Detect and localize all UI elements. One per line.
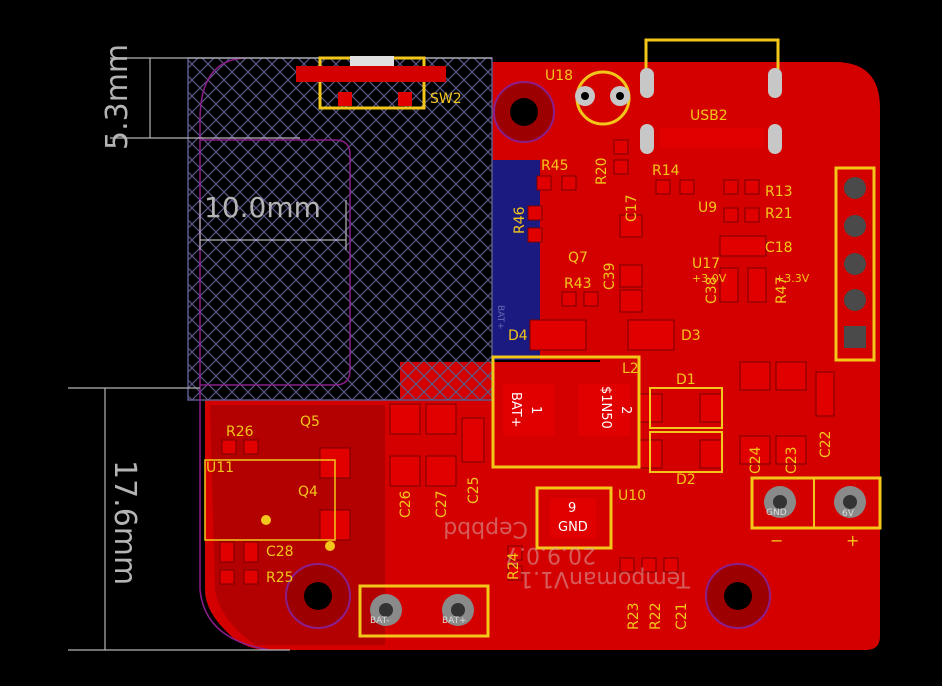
label-d2: D2: [676, 472, 696, 488]
label-l2: L2: [622, 361, 639, 377]
mounting-hole-top: [493, 81, 555, 143]
mirrored-line-1: Cepbbd: [443, 516, 528, 541]
label-u10: U10: [618, 488, 646, 504]
label-r14: R14: [652, 163, 680, 179]
dimension-label-17-6mm: 17.6mm: [107, 460, 142, 585]
terminal-bat-outline: [358, 584, 490, 638]
smd-parts: [219, 139, 835, 585]
mounting-hole-bottom-right: [705, 563, 771, 629]
l2-pad2: [578, 384, 630, 436]
label-c22: C22: [818, 430, 834, 458]
board-outline-left: [199, 57, 271, 651]
label-c18: C18: [765, 240, 793, 256]
sw2-body: [350, 56, 394, 68]
header-outline: [834, 166, 876, 362]
u10-outline: [535, 486, 613, 550]
label-c23: C23: [784, 446, 800, 474]
mirrored-line-2: 20.9.0.7: [505, 542, 596, 567]
net-3v3: +3.3V: [775, 272, 810, 285]
dimension-label-5-3mm: 5.3mm: [100, 44, 135, 150]
label-r46: R46: [512, 206, 528, 234]
dimension-label-10mm: 10.0mm: [204, 191, 321, 224]
label-u9: U9: [698, 200, 717, 216]
label-u17: U17: [692, 256, 720, 272]
label-r26: R26: [226, 424, 254, 440]
u10-pad9: [550, 498, 596, 538]
pad2-net: $1N50: [598, 386, 613, 429]
dimension-5-3mm: [110, 57, 492, 139]
label-usb2: USB2: [690, 108, 728, 124]
label-q5: Q5: [300, 414, 320, 430]
terminal-plus: +: [846, 531, 859, 550]
label-c39: C39: [602, 262, 618, 290]
terminal-minus: −: [770, 531, 783, 550]
label-c21: C21: [674, 602, 690, 630]
pad1-net: BAT+: [508, 392, 523, 428]
terminal-out-outline: [750, 476, 882, 530]
battery-outline: [200, 139, 351, 386]
mirrored-line-3: TempomanV1.1: [519, 566, 691, 591]
label-r43: R43: [564, 276, 592, 292]
net-3v0: +3.0V: [692, 272, 727, 285]
dimension-10mm: [199, 200, 347, 250]
l2-outline: [491, 355, 641, 469]
pad2-number: 2: [618, 406, 633, 414]
label-r47: R47: [774, 276, 790, 304]
label-d3: D3: [681, 328, 701, 344]
label-c28: C28: [266, 544, 294, 560]
label-c26: C26: [398, 490, 414, 518]
label-d4: D4: [508, 328, 528, 344]
label-c27: C27: [434, 490, 450, 518]
label-c25: C25: [466, 476, 482, 504]
label-r21: R21: [765, 206, 793, 222]
label-c24: C24: [748, 446, 764, 474]
l2-pad1: [503, 384, 555, 436]
pad1-number: 1: [528, 406, 543, 414]
terminal-gnd-label: GND: [766, 508, 787, 518]
bottom-silkscreen: Cepbbd 20.9.0.7 TempomanV1.1: [443, 516, 691, 591]
bat-vertical-label: BAT+: [495, 305, 505, 330]
label-c17: C17: [624, 194, 640, 222]
label-u18: U18: [545, 68, 573, 84]
label-r13: R13: [765, 184, 793, 200]
pad9-number: 9: [568, 501, 576, 516]
terminal-bat-plus-label: BAT+: [442, 616, 467, 626]
keepout-area: [187, 57, 493, 401]
label-sw2: SW2: [430, 91, 462, 107]
mounting-hole-bottom-left: [285, 563, 351, 629]
label-r22: R22: [648, 602, 664, 630]
header-pins: [844, 177, 866, 348]
label-r23: R23: [626, 602, 642, 630]
pad9-net: GND: [558, 520, 588, 535]
label-r25: R25: [266, 570, 294, 586]
label-r24: R24: [506, 552, 522, 580]
label-q4: Q4: [298, 484, 318, 500]
label-r20: R20: [594, 157, 610, 185]
label-r45: R45: [541, 158, 569, 174]
dimension-17-6mm: [68, 387, 290, 651]
terminal-6v-label: 6V: [842, 509, 855, 519]
label-c38: C38: [704, 276, 720, 304]
label-d1: D1: [676, 372, 696, 388]
terminal-bat-minus-label: BAT-: [370, 616, 390, 626]
label-u11: U11: [206, 460, 234, 476]
label-q7: Q7: [568, 250, 588, 266]
designator-labels: R45 R20 R14 R13 C17 U9 R21 R46 Q7 C18 U1…: [206, 157, 834, 630]
usb2-outline: [644, 38, 780, 82]
